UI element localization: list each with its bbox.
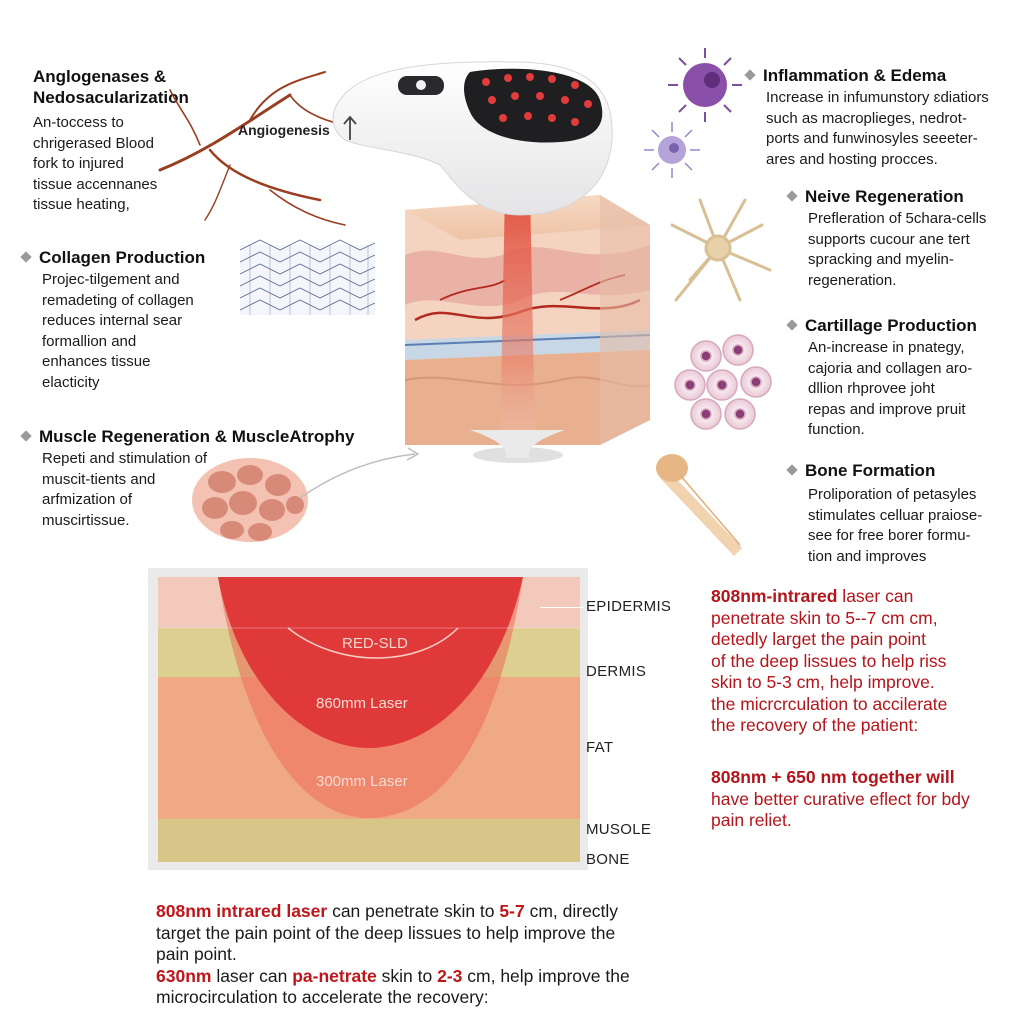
angiogenesis-title-1: Anglogenases & [33, 67, 167, 86]
muscle-title: Muscle Regeneration & MuscleAtrophy [39, 427, 355, 446]
bottom-text-3: pain point. [156, 944, 237, 964]
collagen-block: Collagen Production Projec-tilgement and… [20, 247, 206, 393]
bottom-key-5-7: 5-7 [499, 901, 525, 921]
bone-icon [656, 454, 742, 556]
bone-body: Proliporation of petasyles stimulates ce… [808, 486, 983, 565]
muscle-pointer-arrow [299, 453, 416, 499]
up-arrow-icon [343, 115, 357, 140]
collagen-mesh-illustration [239, 239, 376, 315]
right-laser-note: 808nm-intrared laser can penetrate skin … [711, 586, 1017, 737]
dermis-label: DERMIS [586, 663, 647, 680]
fat-label: FAT [586, 739, 614, 756]
red-sld-label: RED-SLD [342, 635, 408, 652]
muscle-layer [158, 819, 580, 862]
right-note-key-2: 808nm + 650 nm together will [711, 767, 955, 787]
right-note-text-2: have better curative eflect for bdy pain… [711, 788, 970, 831]
bottom-key-2-3: 2-3 [437, 965, 463, 986]
collagen-body: Projec-tilgement and remadeting of colla… [42, 271, 194, 391]
laser-860-cone [218, 577, 523, 748]
right-note-key-1: 808nm-intrared [711, 586, 838, 606]
laser-device-illustration [332, 61, 613, 216]
illustration-layer: Angiogenesis [158, 48, 772, 556]
blood-vessel-illustration [158, 71, 346, 226]
inflammation-block: Inflammation & Edema Increase in infumun… [744, 65, 989, 170]
epidermis-label: EPIDERMIS [586, 598, 672, 615]
bone-label: BONE [586, 851, 630, 868]
inflammation-body: Increase in infumunstory ɛdiatiors such … [766, 89, 989, 168]
bottom-key-630: 630nm [156, 965, 212, 986]
cartilage-title: Cartillage Production [805, 316, 977, 335]
angiogenesis-block: Anglogenases & Nedosacularization An-toc… [33, 66, 189, 216]
laser-860-label: 860mm Laser [316, 695, 408, 712]
collagen-title: Collagen Production [39, 248, 206, 267]
bottom-key-penetrate: pa-netrate [292, 965, 377, 986]
bottom-laser-note: 808nm intrared laser can penetrate skin … [156, 901, 696, 1009]
bottom-text-4f: cm, help improve the [462, 965, 630, 986]
angiogenesis-title-2: Nedosacularization [33, 88, 189, 107]
cartilage-cells-icon [674, 334, 772, 430]
arrow-head-icon [406, 447, 420, 461]
bottom-text-1d: cm, directly [524, 901, 619, 921]
device-label: Angiogenesis [238, 122, 330, 138]
muscle-body: Repeti and stimulation of muscit-tients … [42, 450, 208, 529]
nerve-body: Prefleration of 5chara-cells supports cu… [808, 210, 987, 289]
nerve-cell-icon [670, 198, 772, 302]
bone-title: Bone Formation [805, 461, 936, 480]
cartilage-body: An-increase in pnategy, cajoria and coll… [808, 339, 973, 438]
epidermis-pointer [540, 607, 584, 608]
bottom-text-2: target the pain point of the deep lissue… [156, 922, 616, 943]
nerve-title: Neive Regeneration [805, 187, 964, 206]
bottom-text-1b: can penetrate skin to [327, 901, 500, 921]
angiogenesis-body: An-toccess to chrigerased Blood fork to … [33, 114, 158, 213]
muscle-label: MUSOLE [586, 821, 652, 838]
bone-block: Bone Formation Proliporation of petasyle… [786, 460, 983, 567]
laser-300-label: 300mm Laser [316, 773, 408, 790]
muscle-tissue-illustration [192, 458, 308, 542]
bottom-text-4b: laser can [211, 965, 293, 986]
macrophage-cell-icon [668, 48, 742, 122]
muscle-block: Muscle Regeneration & MuscleAtrophy Repe… [20, 426, 355, 531]
bottom-text-5: microcirculation to accelerate the recov… [156, 987, 489, 1007]
right-note-text-1: laser can penetrate skin to 5--7 cm cm, … [711, 586, 948, 735]
bottom-text-4d: skin to [376, 965, 438, 986]
red-sld-arc [287, 627, 459, 659]
cartilage-block: Cartillage Production An-increase in pna… [786, 315, 977, 441]
lymphocyte-cell-icon [644, 122, 700, 178]
bottom-key-808: 808nm intrared laser [156, 901, 328, 921]
nerve-block: Neive Regeneration Prefleration of 5char… [786, 186, 987, 291]
inflammation-title: Inflammation & Edema [763, 66, 947, 85]
laser-base [470, 430, 565, 458]
laser-penetration-diagram [148, 568, 588, 870]
laser-beam [500, 190, 535, 440]
